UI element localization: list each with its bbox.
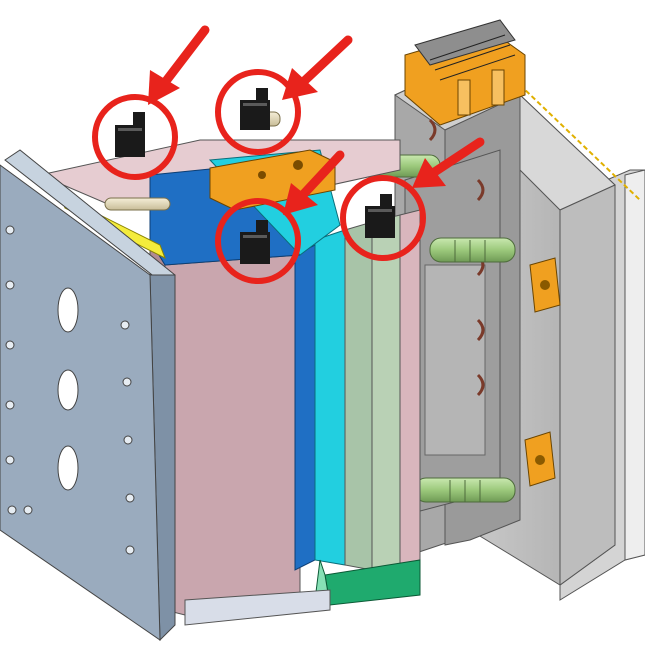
arrow-2 xyxy=(282,35,353,100)
arrow-1 xyxy=(148,25,210,105)
plate-sage-1 xyxy=(344,221,373,571)
highlight-circle-2 xyxy=(215,69,301,155)
front-clamp-plate xyxy=(0,149,176,642)
highlight-group-3 xyxy=(215,150,345,284)
orange-clamp-upper xyxy=(529,257,561,313)
arrow-3 xyxy=(283,150,345,215)
locking-block-2 xyxy=(240,88,270,130)
highlight-circle-4 xyxy=(340,175,426,261)
locking-block-3 xyxy=(240,220,270,264)
orange-clamp-lower xyxy=(524,431,556,487)
plate-cyan xyxy=(314,229,346,566)
locking-block-1 xyxy=(115,112,145,157)
plate-sage-2 xyxy=(371,214,401,571)
arrow-4 xyxy=(412,137,485,188)
highlight-circle-1 xyxy=(92,94,178,180)
highlight-group-2 xyxy=(215,35,353,155)
moving-half xyxy=(394,19,645,601)
plate-pink-right xyxy=(399,209,421,566)
highlight-circle-3 xyxy=(215,198,301,284)
highlight-group-4 xyxy=(340,137,485,261)
locking-block-4 xyxy=(365,194,395,238)
plate-blue xyxy=(294,244,316,571)
highlight-group-1 xyxy=(92,25,210,180)
cavity-plate-pink xyxy=(164,254,301,616)
top-connector-block xyxy=(404,19,526,126)
